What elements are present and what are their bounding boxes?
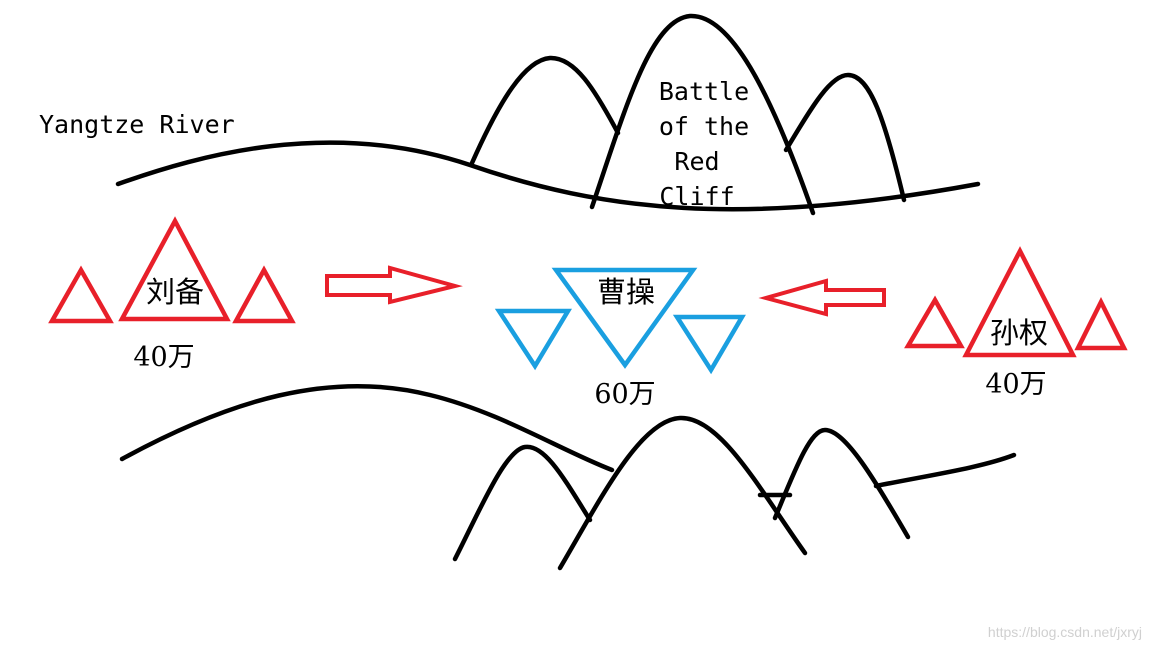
sun-quan-name: 孙权 xyxy=(990,316,1048,350)
terrain xyxy=(115,13,1017,571)
battle-label: Battle of the Red Cliff xyxy=(659,77,749,211)
sun-quan-strength: 40万 xyxy=(985,369,1046,400)
sun-quan-forces xyxy=(904,246,1128,358)
south-mountain-right xyxy=(772,427,911,540)
watermark: https://blog.csdn.net/jxryj xyxy=(988,624,1142,640)
cao-cao-troop-main xyxy=(551,267,698,369)
cao-cao-troop-left xyxy=(494,308,572,371)
north-mountain-right xyxy=(783,72,907,203)
battle-label-line-2: of the xyxy=(659,112,749,141)
liu-bei-name: 刘备 xyxy=(146,275,204,309)
liu-bei-strength: 40万 xyxy=(133,342,194,373)
north-mountain-center xyxy=(589,13,816,216)
river-south-bank-east xyxy=(873,452,1017,489)
liu-bei-troop-main xyxy=(118,216,231,322)
battle-label-line-1: Battle xyxy=(659,77,749,106)
sun-quan-troop-main xyxy=(962,246,1077,358)
cao-cao-troop-right xyxy=(672,314,746,375)
river-north-bank xyxy=(115,140,981,212)
battle-label-line-4: Cliff xyxy=(659,182,734,211)
cao-cao-name: 曹操 xyxy=(597,275,655,309)
sun-quan-troop-right xyxy=(1074,296,1128,351)
liu-bei-troop-left xyxy=(48,265,114,324)
arrow-liu-bei-attack xyxy=(325,265,463,305)
attack-arrows xyxy=(325,265,886,317)
river-label: Yangtze River xyxy=(39,110,235,139)
cao-cao-forces xyxy=(494,267,746,375)
arrow-sun-quan-attack xyxy=(758,278,886,317)
north-mountain-left xyxy=(469,55,621,166)
south-mountain-left xyxy=(452,444,593,562)
liu-bei-troop-right xyxy=(232,265,296,324)
cao-cao-strength: 60万 xyxy=(594,379,655,410)
sun-quan-troop-left xyxy=(904,295,965,349)
river-south-bank xyxy=(119,383,615,473)
battle-label-line-3: Red xyxy=(674,147,719,176)
liu-bei-forces xyxy=(48,216,296,324)
